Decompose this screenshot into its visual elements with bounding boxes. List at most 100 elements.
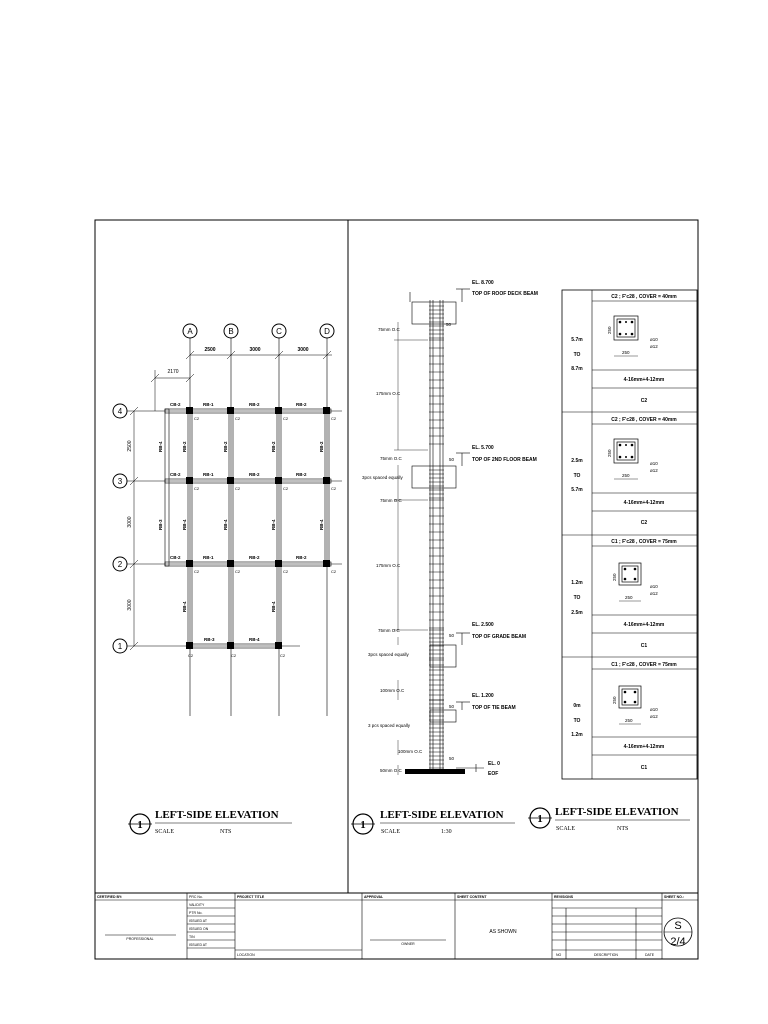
grid-label-b: B [228,327,233,336]
professional-label: PROFESSIONAL [126,937,153,941]
column-label: C2 [283,486,289,491]
title-block-1: 1 LEFT-SIDE ELEVATION SCALE NTS [128,809,292,835]
level-el: EL. 0 [488,761,500,767]
level-el: EL. 2.500 [472,622,494,628]
level-name: TOP OF 2ND FLOOR BEAM [472,457,537,463]
beam-label: RB-2 [296,402,307,407]
schedule-mark: C2 [641,398,648,404]
column-label: C2 [283,416,289,421]
column-schedule: 250 250 250 250 250 250 250 250 ø10 ø12 … [561,289,698,780]
span-dim-3: 3000 [297,347,308,353]
level-el: EL. 1.200 [472,693,494,699]
beam-label: RB-2 [249,402,260,407]
beam-label-vertical: RB-2 [223,441,228,452]
grid-label-4: 4 [118,407,123,416]
beam-label-vertical: RB-4 [182,601,187,612]
grid-label-d: D [324,327,330,336]
schedule-range-top: 5.7m [571,337,583,343]
title-block-2: 1 LEFT-SIDE ELEVATION SCALE 1:30 [351,809,515,835]
section-dims [614,355,641,725]
top-dimensions [150,350,332,411]
column-label: C2 [235,569,241,574]
beam-label-vertical: RB-4 [158,441,163,452]
schedule-range-top: 1.2m [571,580,583,586]
schedule-header: C1 ; F'c28 , COVER = 75mm [611,662,677,668]
beam-label: RB-2 [296,472,307,477]
location-label: LOCATION [237,953,255,957]
beam-label-vertical: RB-4 [271,601,276,612]
tie-note: ø10 [650,707,658,712]
section-dim-labels: 250 250 250 250 250 250 250 250 ø10 ø12 … [607,326,658,723]
title-text: LEFT-SIDE ELEVATION [380,809,504,821]
beam-label-vertical: RB-3 [158,519,163,530]
rev-no-label: NO [556,953,562,957]
project-title-label: PROJECT TITLE [237,895,265,899]
dim-50: 50 [449,704,455,709]
spacing-labels: 75mm O.C 175mm O.C 75mm O.C 175mm O.C 75… [362,322,455,773]
floor-plan: A B C D 4 3 2 1 [112,323,342,716]
section-dim: 250 [625,718,633,723]
grid-label-2: 2 [118,560,123,569]
overhang-dim: 2170 [167,369,178,375]
section-dim: 250 [625,595,633,600]
beam-labels: CB-2 RB-1 RB-2 RB-2 CB-2 RB-1 RB-2 RB-2 … [170,402,307,642]
spacing-label: 75mm O.C [380,456,403,461]
as-shown-label: AS SHOWN [489,929,517,935]
beam-label-vertical: RB-2 [271,441,276,452]
column-labels: C2 C2 C2 C2 C2 C2 C2 C2 C2 C2 C2 C2 C2 C… [188,416,337,658]
grid-label-1: 1 [118,642,123,651]
schedule-rebar: 4-16mm+4-12mm [624,622,665,628]
grid-lines [127,338,342,716]
column-label: C2 [194,486,200,491]
level-name: TOP OF GRADE BEAM [472,634,526,640]
spacing-label: 75mm O.C [378,628,401,633]
span-dim-2: 3000 [249,347,260,353]
schedule-range-to: TO [574,718,581,724]
ptr-label: PTR No. [189,911,202,915]
column-label: C2 [283,569,289,574]
spacing-label: 100mm O.C [398,749,423,754]
beam-label: RB-2 [249,472,260,477]
column-label: C2 [194,569,200,574]
grid-label-a: A [187,327,193,336]
title-number: 1 [537,813,543,825]
title-text: LEFT-SIDE ELEVATION [155,809,279,821]
tie-note: ø10 [650,584,658,589]
beam-label: RB-2 [296,555,307,560]
scale-value: 1:30 [441,829,452,835]
level-el: EL. 8.700 [472,280,494,286]
scale-label: SCALE [155,829,174,835]
title-number: 1 [360,819,366,831]
certified-by-label: CERTIFIED BY: [97,895,122,899]
spacing-label: 175mm O.C [376,391,401,396]
column-label: C2 [331,569,337,574]
level-name: TOP OF TIE BEAM [472,705,516,711]
section-dim: 250 [612,696,617,704]
beam-label-vertical: RB-2 [319,441,324,452]
section-dim: 250 [622,473,630,478]
beam-label-vertical: RB-4 [319,519,324,530]
schedule-border [561,289,698,780]
beam-label: CB-2 [170,402,181,407]
tie-note: ø12 [650,344,658,349]
column-label: C2 [188,653,194,658]
schedule-rebar: 4-16mm+4-12mm [624,500,665,506]
issued-at-label: ISSUED AT [189,943,208,947]
spacing-label: 75mm O.C [380,498,403,503]
equal-spacing-note: 3pcs spaced equally [368,652,410,657]
schedule-mark: C1 [641,643,648,649]
beam-label: CB-2 [170,472,181,477]
grid-row-bubbles: 4 3 2 1 [112,403,128,654]
tie-note: ø12 [650,714,658,719]
title-number: 1 [137,819,143,831]
column-label: C2 [280,653,286,658]
spacing-dims [394,322,428,775]
level-name: EOF [488,771,498,777]
level-labels: EL. 8.700 TOP OF ROOF DECK BEAM EL. 5.70… [472,280,538,777]
grid-column-bubbles: A B C D [182,323,335,339]
beam-label-vertical: RB-2 [182,441,187,452]
schedule-rebar: 4-16mm+4-12mm [624,744,665,750]
scale-value: NTS [617,826,628,832]
level-el: EL. 5.700 [472,445,494,451]
title-text: LEFT-SIDE ELEVATION [555,806,679,818]
